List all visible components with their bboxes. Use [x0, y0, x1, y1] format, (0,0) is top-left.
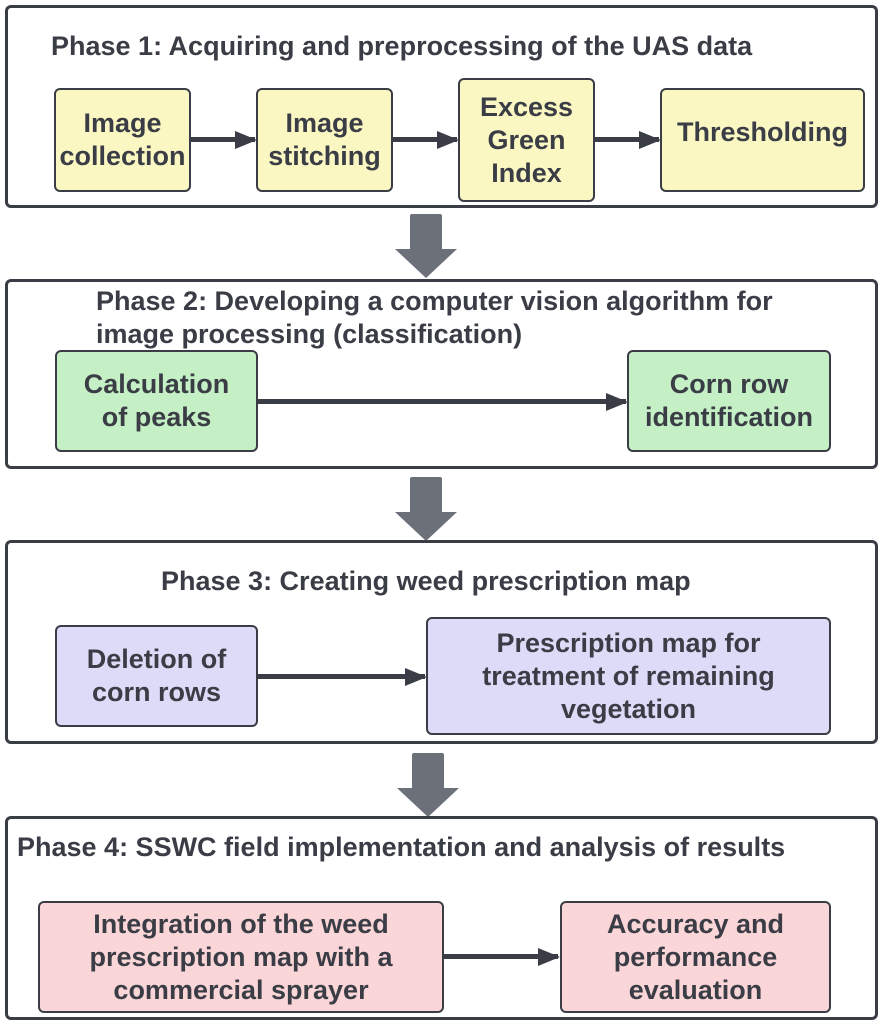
down-arrow-icon: [395, 214, 457, 278]
down-arrow-shape: [395, 214, 457, 278]
step-thresholding: Thresholding: [660, 88, 865, 192]
arrow-collection-to-stitching: [191, 130, 257, 149]
arrow-peaks-to-corn-row: [258, 392, 628, 411]
step-accuracy-evaluation: Accuracy and performance evaluation: [560, 901, 831, 1013]
down-arrow-shape: [397, 753, 459, 817]
phase-4-title: Phase 4: SSWC field implementation and a…: [17, 832, 786, 862]
step-prescription-map: Prescription map for treatment of remain…: [426, 617, 831, 735]
arrow-stitching-to-exg: [393, 130, 459, 149]
step-image-stitching: Image stitching: [256, 88, 393, 192]
step-deletion-of-corn-rows: Deletion of corn rows: [55, 625, 258, 727]
arrow-deletion-to-prescription: [258, 667, 427, 686]
down-arrow-shape: [395, 477, 457, 541]
down-arrow-icon: [397, 753, 459, 817]
step-image-collection: Image collection: [54, 88, 191, 192]
step-calculation-of-peaks: Calculation of peaks: [55, 350, 258, 452]
phase-2-title: Phase 2: Developing a computer vision al…: [96, 286, 773, 349]
phase-3-title: Phase 3: Creating weed prescription map: [161, 566, 691, 596]
arrow-exg-to-thresholding: [595, 130, 661, 149]
phase-1-title: Phase 1: Acquiring and preprocessing of …: [51, 31, 753, 61]
step-excess-green-index: Excess Green Index: [458, 78, 595, 202]
arrow-integration-to-evaluation: [444, 947, 560, 966]
step-corn-row-identification: Corn row identification: [627, 350, 831, 452]
step-integration-with-sprayer: Integration of the weed prescription map…: [38, 901, 444, 1013]
down-arrow-icon: [395, 477, 457, 541]
